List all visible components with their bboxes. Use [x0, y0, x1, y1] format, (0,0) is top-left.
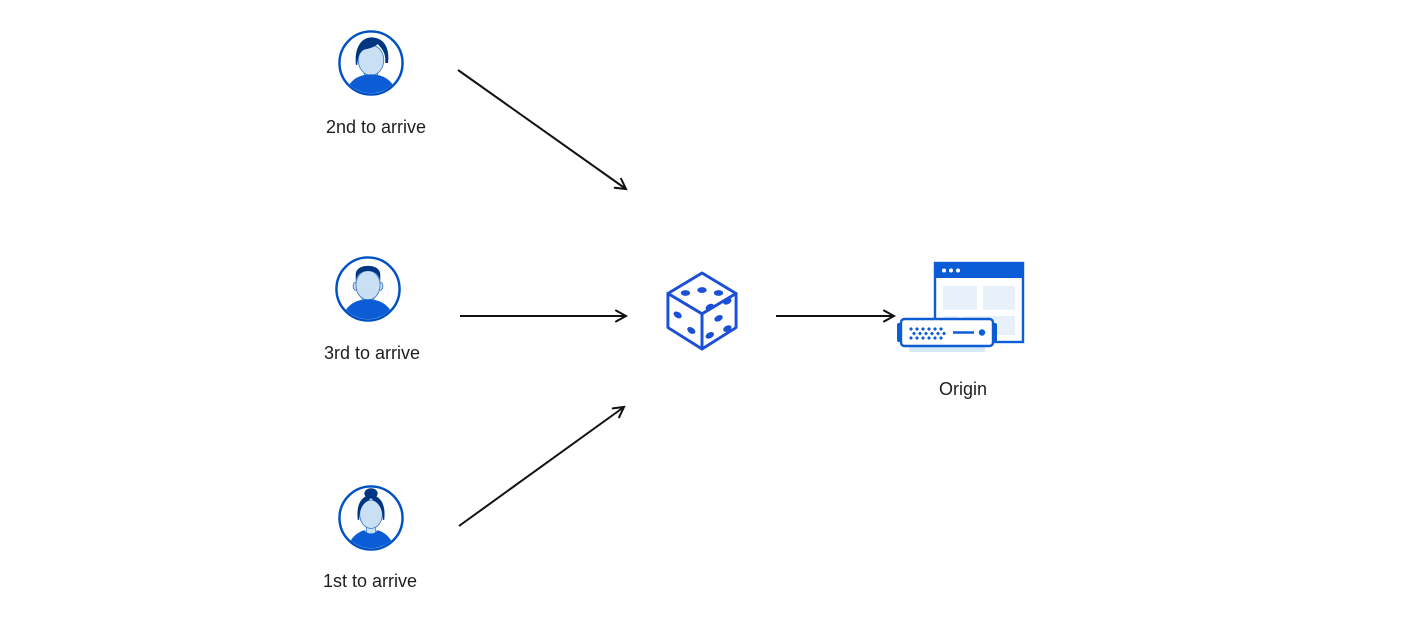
node-origin: [897, 260, 1027, 370]
label-origin: Origin: [938, 379, 988, 399]
node-client-first: [337, 484, 405, 557]
user-avatar-man-swept-hair-icon: [338, 30, 404, 96]
label-client-second: 2nd to arrive: [325, 117, 427, 137]
node-client-third: [334, 255, 402, 328]
dice-icon: [666, 271, 738, 351]
arrow-second-to-dice: [457, 69, 628, 191]
label-client-first: 1st to arrive: [322, 571, 418, 591]
node-random-selector: [665, 269, 739, 358]
arrow-first-to-dice: [458, 405, 626, 527]
user-avatar-man-short-hair-icon: [335, 256, 401, 322]
node-client-second: [337, 29, 405, 102]
label-client-third: 3rd to arrive: [323, 343, 421, 363]
user-avatar-woman-bun-icon: [338, 485, 404, 551]
origin-server-browser-icon: [897, 261, 1025, 352]
